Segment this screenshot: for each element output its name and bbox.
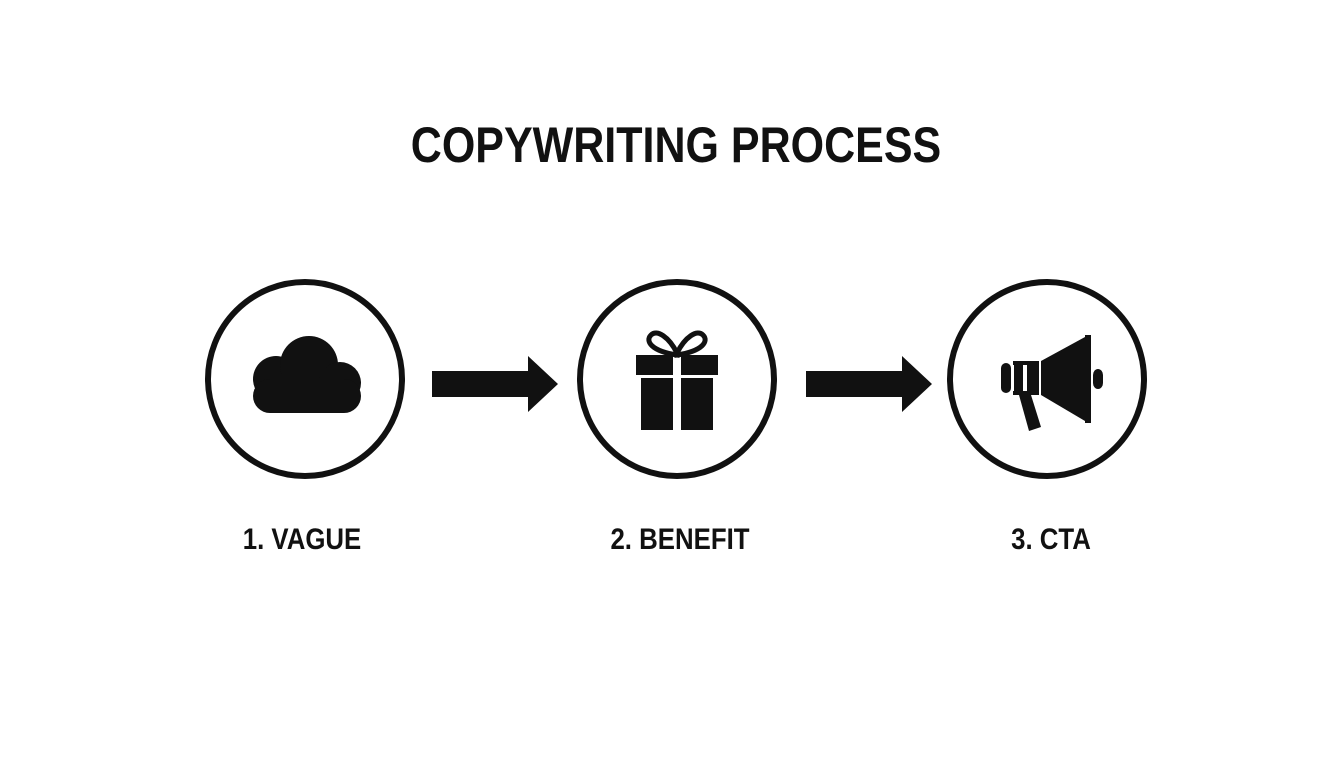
step-label-cta: 3. CTA xyxy=(1011,523,1091,556)
cloud-icon xyxy=(253,336,361,413)
step-label-benefit: 2. BENEFIT xyxy=(610,523,750,556)
step-circle-vague xyxy=(205,279,405,479)
arrow-right-icon xyxy=(432,356,558,412)
step-circle-benefit xyxy=(577,279,777,479)
step-label-vague: 1. VAGUE xyxy=(242,523,362,556)
megaphone-icon xyxy=(1001,335,1103,431)
arrow-right-icon xyxy=(806,356,932,412)
gift-icon xyxy=(636,330,718,430)
diagram-title: COPYWRITING PROCESS xyxy=(410,117,942,173)
step-circle-cta xyxy=(947,279,1147,479)
